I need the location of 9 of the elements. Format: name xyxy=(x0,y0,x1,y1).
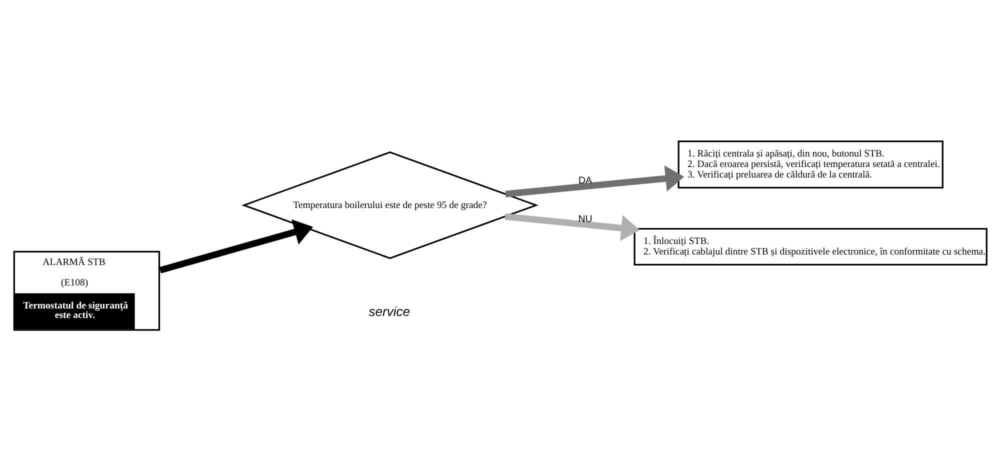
arrow xyxy=(504,165,684,198)
arrow xyxy=(504,213,640,242)
label: service xyxy=(368,304,410,319)
node-box: 1. Răciți centrala și apăsați, din nou, butonul STB. 2. Dacă eroarea persistă, verificați temperatura setată a centralei. 3. Verificați preluarea de căldură de la centrală. xyxy=(677,140,943,189)
arrow xyxy=(158,219,313,274)
edge-label: NU xyxy=(578,214,592,226)
edge-label: DA xyxy=(578,176,592,187)
node-box: 1. Înlocuiți STB. 2. Verificați cablajul dintre STB și dispozitivele electronice, în conformitate cu schema. xyxy=(633,228,987,266)
node-diamond: Temperatura boilerului este de peste 95 de grade? xyxy=(241,151,538,260)
